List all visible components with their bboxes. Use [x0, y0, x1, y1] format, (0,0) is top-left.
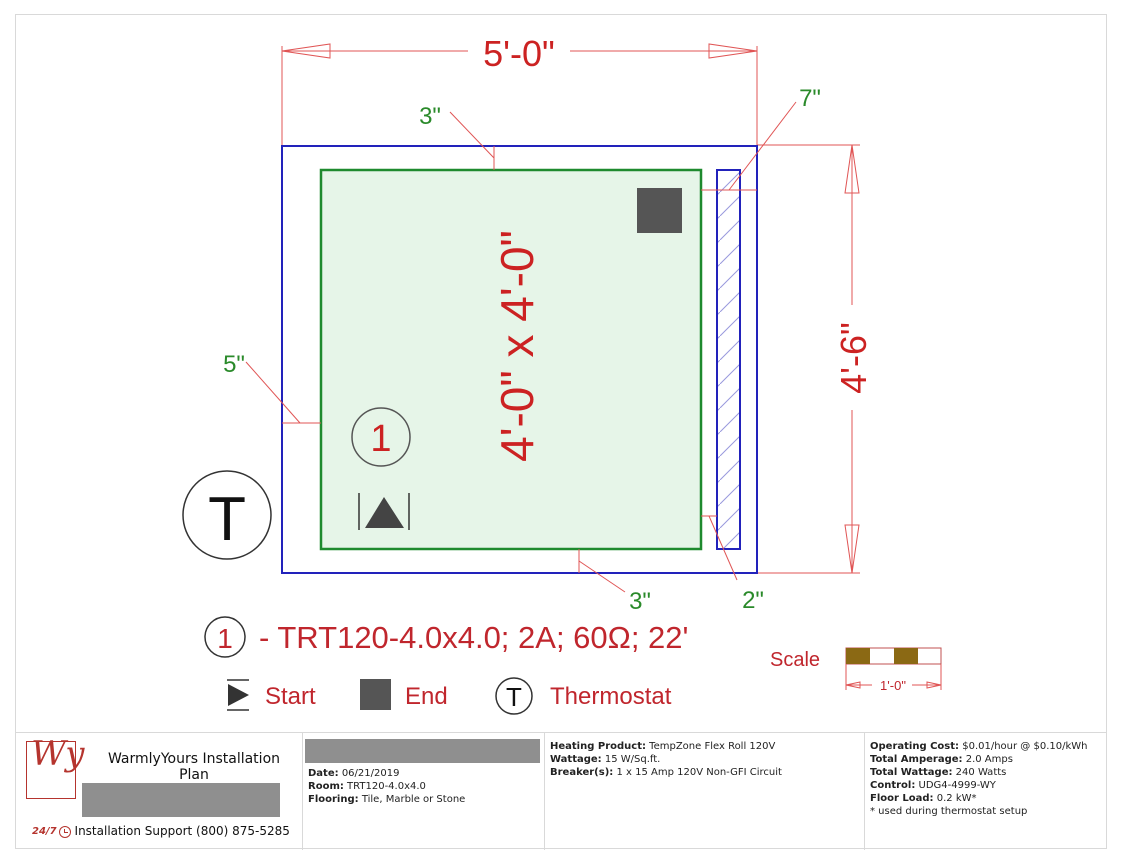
operating-cost-row: Operating Cost: $0.01/hour @ $0.10/kWh: [870, 741, 1088, 752]
thermostat-symbol: T: [182, 470, 272, 560]
legend-start-label: Start: [265, 683, 316, 710]
heating-mat: [319, 168, 703, 551]
footnote: * used during thermostat setup: [870, 806, 1028, 817]
total-amperage-value: 2.0 Amps: [965, 754, 1013, 765]
floor-plan-drawing: 5'-0" 4'-6" 4'-0" x 4'-0" 1 T 3": [182, 30, 942, 715]
breakers-row: Breaker(s): 1 x 15 Amp 120V Non-GFI Circ…: [550, 767, 782, 778]
total-wattage-row: Total Wattage: 240 Watts: [870, 767, 1007, 778]
redacted-customer-name: [305, 739, 540, 763]
offset-right-top-leader: 7": [701, 85, 821, 191]
legend-thermostat-label: Thermostat: [550, 683, 672, 710]
date-value: 06/21/2019: [341, 768, 400, 779]
control-value: UDG4-4999-WY: [918, 780, 996, 791]
installation-support: 24/7 Installation Support (800) 875-5285: [32, 825, 290, 838]
offset-top-label: 3": [419, 103, 441, 130]
room-value: TRT120-4.0x4.0: [347, 781, 426, 792]
end-marker: [637, 188, 682, 233]
total-wattage-value: 240 Watts: [955, 767, 1007, 778]
zone-number-marker: 1: [351, 407, 411, 467]
start-marker: [358, 493, 410, 530]
legend-thermostat-letter: T: [506, 682, 522, 712]
legend-thermostat: T Thermostat: [495, 677, 672, 715]
flooring-row: Flooring: Tile, Marble or Stone: [308, 794, 466, 805]
logo-mark: Wy: [31, 734, 85, 774]
title-block: Wy WarmlyYours Installation Plan 24/7 In…: [16, 732, 1107, 850]
offset-bottom-label: 3": [629, 588, 651, 615]
offset-left-leader: 5": [223, 351, 321, 424]
title-block-product: Heating Product: TempZone Flex Roll 120V…: [545, 733, 865, 850]
legend-start: Start: [227, 679, 316, 711]
heating-product-row: Heating Product: TempZone Flex Roll 120V: [550, 741, 776, 752]
offset-left-label: 5": [223, 351, 245, 378]
legend-mat-spec: 1 - TRT120-4.0x4.0; 2A; 60Ω; 22': [204, 616, 688, 658]
scale-bar: Scale 1'-0": [770, 647, 942, 693]
overall-height-dimension: 4'-6": [757, 144, 874, 574]
title-block-power: Operating Cost: $0.01/hour @ $0.10/kWh T…: [865, 733, 1107, 850]
zone-number: 1: [370, 418, 391, 460]
thermostat-letter: T: [208, 485, 246, 554]
offset-right-bottom-leader: 2": [701, 515, 764, 614]
scale-value: 1'-0": [880, 678, 906, 693]
breakers-value: 1 x 15 Amp 120V Non-GFI Circuit: [616, 767, 782, 778]
heating-product-value: TempZone Flex Roll 120V: [649, 741, 776, 752]
offset-top-leader: 3": [419, 103, 495, 170]
mat-size-label: 4'-0" x 4'-0": [491, 230, 543, 462]
offset-right-bottom-label: 2": [742, 587, 764, 614]
wattage-row: Wattage: 15 W/Sq.ft.: [550, 754, 661, 765]
hatched-obstruction: [716, 169, 741, 550]
overall-height-label: 4'-6": [833, 322, 874, 394]
offset-right-top-label: 7": [799, 85, 821, 112]
legend-end: End: [360, 679, 448, 710]
overall-width-dimension: 5'-0": [281, 30, 758, 145]
support-247-badge: 24/7: [32, 825, 71, 838]
legend-end-label: End: [405, 683, 448, 710]
scale-label: Scale: [770, 649, 820, 671]
brand-title: WarmlyYours Installation Plan: [107, 751, 281, 783]
drawing-sheet: [15, 14, 1107, 849]
title-block-brand: Wy WarmlyYours Installation Plan 24/7 In…: [16, 733, 303, 850]
clock-icon: [58, 825, 71, 838]
offset-bottom-leader: 3": [578, 549, 651, 615]
control-row: Control: UDG4-4999-WY: [870, 780, 996, 791]
overall-width-label: 5'-0": [483, 33, 555, 74]
room-row: Room: TRT120-4.0x4.0: [308, 781, 426, 792]
room-outline: [281, 145, 758, 574]
total-amperage-row: Total Amperage: 2.0 Amps: [870, 754, 1013, 765]
redacted-project-name: [82, 783, 280, 817]
support-phone-text: Installation Support (800) 875-5285: [74, 824, 290, 838]
operating-cost-value: $0.01/hour @ $0.10/kWh: [962, 741, 1088, 752]
floor-load-row: Floor Load: 0.2 kW*: [870, 793, 977, 804]
support-247-text: 24/7: [32, 826, 57, 837]
wattage-value: 15 W/Sq.ft.: [604, 754, 661, 765]
legend-mat-number: 1: [217, 623, 233, 654]
legend-mat-spec-text: - TRT120-4.0x4.0; 2A; 60Ω; 22': [259, 620, 688, 655]
warmlyyours-logo: Wy: [26, 737, 84, 799]
flooring-value: Tile, Marble or Stone: [361, 794, 466, 805]
floor-load-value: 0.2 kW*: [936, 793, 977, 804]
date-row: Date: 06/21/2019: [308, 768, 400, 779]
title-block-project: Date: 06/21/2019 Room: TRT120-4.0x4.0 Fl…: [303, 733, 545, 850]
